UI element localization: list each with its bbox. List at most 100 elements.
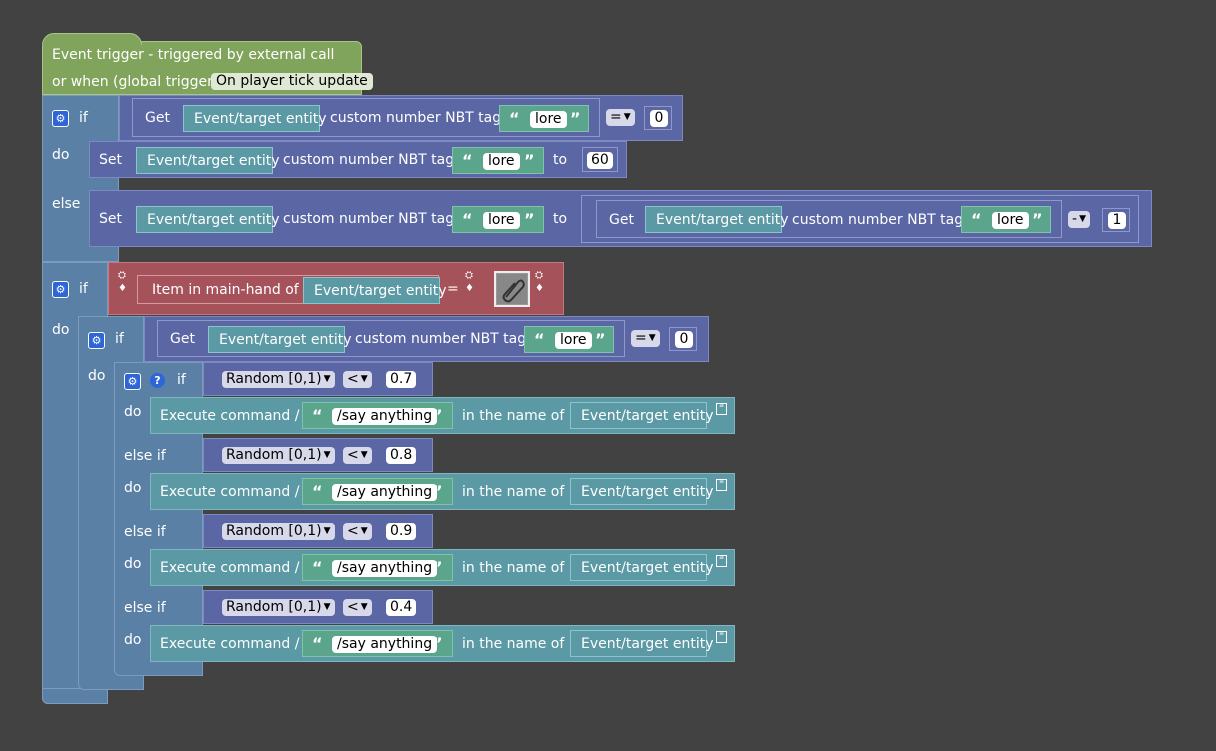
item-in-hand-block[interactable]: Item in main-hand of Event/target entity (137, 275, 446, 304)
gear-icon[interactable]: ⚙ (124, 373, 141, 390)
if-label: if (177, 372, 186, 388)
get-nbt-block-3[interactable]: Get Event/target entity custom number NB… (157, 320, 625, 357)
subtract-block[interactable]: Get Event/target entity custom number NB… (581, 195, 1139, 243)
operator-dropdown[interactable]: <▼ (343, 447, 372, 464)
set-nbt-block-2[interactable]: Set Event/target entity custom number NB… (89, 190, 1152, 247)
string-block[interactable]: “ /say anything ” (302, 402, 453, 429)
execute-command-2[interactable]: Execute command / “ /say anything ” in t… (150, 473, 735, 510)
operator-dropdown[interactable]: <▼ (343, 371, 372, 388)
close-quote: ” (432, 482, 443, 501)
entity-label: Event/target entity (314, 283, 447, 299)
lore-field[interactable]: lore (530, 111, 567, 128)
close-quote: ” (570, 109, 581, 128)
event-trigger-block[interactable]: Event trigger - triggered by external ca… (42, 41, 373, 95)
operator-dropdown[interactable]: =▼ (631, 330, 660, 347)
string-block[interactable]: “ lore ” (452, 206, 544, 233)
entity-block[interactable]: Event/target entity (136, 147, 279, 174)
entity-block[interactable]: Event/target entity (570, 554, 713, 581)
string-block[interactable]: “ lore ” (961, 206, 1051, 233)
entity-block[interactable]: Event/target entity (570, 478, 713, 505)
entity-block[interactable]: Event/target entity (136, 206, 279, 233)
item-slot[interactable] (494, 271, 530, 307)
execute-command-4[interactable]: Execute command / “ /say anything ” in t… (150, 625, 735, 662)
random-compare-4[interactable]: Random [0,1)▼ <▼ 0.4 (203, 590, 433, 624)
entity-block[interactable]: Event/target entity (570, 402, 713, 429)
random-compare-2[interactable]: Random [0,1)▼ <▼ 0.8 (203, 438, 433, 472)
gear-icon[interactable]: ⚙ (52, 281, 69, 298)
string-block[interactable]: “ lore ” (452, 147, 544, 174)
chance-field[interactable]: 0.4 (386, 599, 417, 616)
chance-field[interactable]: 0.7 (386, 371, 417, 388)
random-compare-1[interactable]: Random [0,1)▼ <▼ 0.7 (203, 362, 433, 396)
operator-dropdown[interactable]: <▼ (343, 599, 372, 616)
lore-field[interactable]: lore (992, 212, 1029, 229)
else-if-label: else if (124, 448, 166, 464)
entity-label: Event/target entity (581, 484, 714, 500)
gear-icon[interactable]: ⚙ (52, 110, 69, 127)
number-block: 0 (644, 106, 672, 130)
trigger-dropdown[interactable]: On player tick update (211, 73, 373, 90)
random-compare-3[interactable]: Random [0,1)▼ <▼ 0.9 (203, 514, 433, 548)
string-block[interactable]: “ lore ” (499, 105, 589, 132)
operator-dropdown[interactable]: -▼ (1068, 211, 1090, 228)
string-block[interactable]: “ lore ” (524, 326, 614, 353)
random-dropdown[interactable]: Random [0,1)▼ (222, 599, 335, 616)
execute-label: Execute command / (160, 408, 300, 424)
operator-value: < (347, 371, 359, 387)
comment-icon[interactable]: ≡ (716, 403, 727, 415)
command-field[interactable]: /say anything (332, 484, 438, 501)
chance-field[interactable]: 0.8 (386, 447, 417, 464)
operator-value: < (347, 599, 359, 615)
else-label: else (52, 196, 81, 212)
chance-field[interactable]: 0.9 (386, 523, 417, 540)
entity-block[interactable]: Event/target entity (208, 326, 351, 353)
item-compare-block[interactable]: ⛭ ♦ Item in main-hand of Event/target en… (108, 262, 564, 315)
operator-value: < (347, 523, 359, 539)
get-label: Get (145, 110, 170, 126)
entity-block[interactable]: Event/target entity (570, 630, 713, 657)
entity-block[interactable]: Event/target entity (645, 206, 788, 233)
close-quote: ” (524, 151, 535, 170)
command-field[interactable]: /say anything (332, 408, 438, 425)
execute-command-1[interactable]: Execute command / “ /say anything ” in t… (150, 397, 735, 434)
if-block-2-footer (42, 688, 108, 704)
gear-icon[interactable]: ⚙ (88, 332, 105, 349)
lore-field[interactable]: lore (555, 332, 592, 349)
operator-value: < (347, 447, 359, 463)
execute-command-3[interactable]: Execute command / “ /say anything ” in t… (150, 549, 735, 586)
random-dropdown[interactable]: Random [0,1)▼ (222, 447, 335, 464)
get-nbt-block-2[interactable]: Get Event/target entity custom number NB… (596, 200, 1062, 238)
string-block[interactable]: “ /say anything ” (302, 554, 453, 581)
open-quote: “ (312, 558, 323, 577)
number-field[interactable]: 60 (587, 152, 613, 169)
string-block[interactable]: “ /say anything ” (302, 478, 453, 505)
entity-block[interactable]: Event/target entity (183, 105, 326, 132)
number-field[interactable]: 1 (1108, 212, 1126, 229)
open-quote: “ (971, 210, 982, 229)
set-label: Set (99, 211, 122, 227)
entity-block[interactable]: Event/target entity (303, 277, 446, 304)
string-block[interactable]: “ /say anything ” (302, 630, 453, 657)
lore-field[interactable]: lore (483, 153, 520, 170)
gem-icon: ♦ (465, 283, 474, 294)
open-quote: “ (312, 482, 323, 501)
command-field[interactable]: /say anything (332, 560, 438, 577)
comment-icon[interactable]: ≡ (716, 479, 727, 491)
comment-icon[interactable]: ≡ (716, 555, 727, 567)
random-dropdown[interactable]: Random [0,1)▼ (222, 371, 335, 388)
lore-field[interactable]: lore (483, 212, 520, 229)
number-field[interactable]: 0 (675, 331, 693, 348)
get-label: Get (609, 212, 634, 228)
help-icon[interactable]: ? (150, 373, 165, 388)
random-value: Random [0,1) (226, 599, 322, 615)
number-field[interactable]: 0 (650, 110, 668, 127)
command-field[interactable]: /say anything (332, 636, 438, 653)
event-hat (42, 33, 142, 45)
operator-dropdown[interactable]: <▼ (343, 523, 372, 540)
comment-icon[interactable]: ≡ (716, 631, 727, 643)
do-label: do (124, 556, 142, 572)
set-nbt-block-1[interactable]: Set Event/target entity custom number NB… (89, 141, 627, 178)
random-dropdown[interactable]: Random [0,1)▼ (222, 523, 335, 540)
get-nbt-block-1[interactable]: Get Event/target entity custom number NB… (132, 98, 600, 137)
operator-dropdown[interactable]: =▼ (606, 109, 635, 126)
